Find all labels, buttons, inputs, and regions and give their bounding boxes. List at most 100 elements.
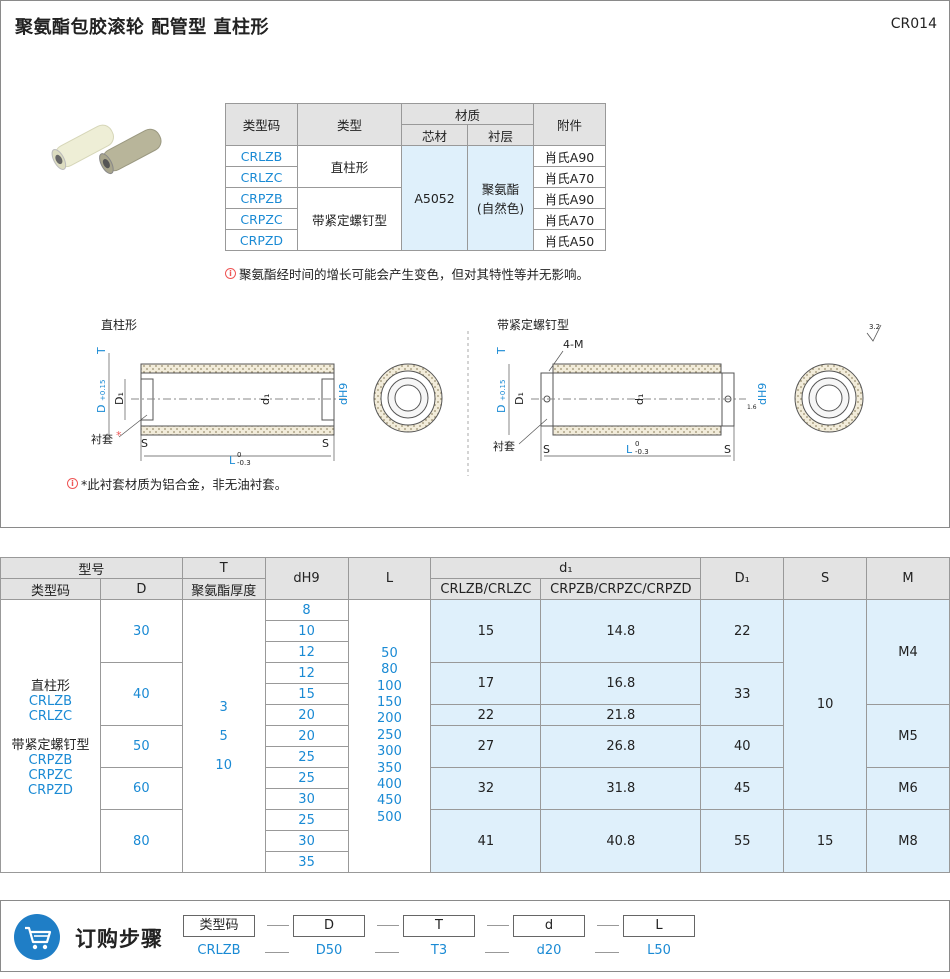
dim-L-right: L [626,443,633,456]
order-field-D: D [293,915,365,937]
header-M: M [866,557,950,600]
L-value: 200 [377,711,402,727]
dim-L-tol-top-right: 0 [635,440,639,448]
header-T: T [181,557,266,579]
D1-cell: 33 [700,662,785,726]
dH9-cell: 8 [264,599,349,621]
dH9-cell: 12 [264,641,349,663]
order-field-type-code: 类型码 [183,915,255,937]
dim-S-left: S [141,437,148,450]
D-cell: 60 [99,767,183,810]
urethane-layer-bottom [140,425,335,436]
dim-S-right: S [322,437,329,450]
L-value: 350 [377,760,402,776]
roughness-symbol: 3.2 [869,323,880,331]
type-code-cell: CRLZB [225,145,298,167]
d1b-cell: 26.8 [540,725,702,768]
dim-D1-right: D₁ [513,392,526,405]
type-cell: 直柱形 CRLZB CRLZC 带紧定螺钉型 CRPZB CRPZC CRPZD [0,599,101,873]
dim-D-right: D [495,405,508,413]
d1b-cell: 21.8 [540,704,702,726]
dim-L: L [229,454,236,467]
spec-table: 型号 T dH9 L d₁ D₁ S M 类型码 D 聚氨酯厚度 CRLZB/C… [0,557,950,873]
dim-L-tol-bot-right: -0.3 [635,448,649,456]
type-code-cell: CRPZD [225,229,298,251]
L-value: 250 [377,727,402,743]
label-bush: 衬套 [91,433,113,446]
label-bush-right: 衬套 [493,440,515,453]
product-code: CR014 [890,16,937,32]
dim-S-right-right: S [724,443,731,456]
order-value-type-code: CRLZB [197,943,241,958]
d1b-cell: 16.8 [540,662,702,705]
d1a-cell: 22 [430,704,542,726]
D-cell: 40 [99,662,183,726]
D-cell: 50 [99,725,183,768]
label-4M: 4-M [563,338,583,351]
T-value: 5 [219,728,228,744]
header-core: 芯材 [401,124,468,146]
header-D: D [99,578,183,600]
M-cell: M8 [866,809,950,873]
type-code-cell: CRLZC [225,166,298,188]
order-value-D: D50 [315,943,343,958]
dH9-cell: 30 [264,788,349,810]
S-cell: 10 [783,599,868,810]
D1-cell: 45 [700,767,785,810]
dim-dH9: dH9 [337,383,350,405]
type-code: CRPZD [28,782,73,798]
type-straight-cell: 直柱形 [297,145,402,188]
d1a-cell: 41 [430,809,542,873]
L-value: 300 [377,744,402,760]
d1a-cell: 15 [430,599,542,663]
dim-S-left-right: S [543,443,550,456]
bush-note: i *此衬套材质为铝合金，非无油衬套。 [67,474,287,493]
T-value: 10 [215,757,232,773]
type-code-cell: CRPZB [225,187,298,209]
d1a-cell: 17 [430,662,542,705]
type-code-cell: CRPZC [225,208,298,230]
header-type-code: 类型码 [225,103,298,146]
order-field-d: d [513,915,585,937]
core-tube [140,372,335,427]
header-type: 类型 [297,103,402,146]
type-code: CRPZC [28,767,73,783]
roughness-small: 1.6 [747,404,757,411]
L-value: 150 [377,694,402,710]
L-value: 500 [377,809,402,825]
cart-icon [14,914,60,960]
dH9-cell: 35 [264,851,349,873]
d1a-cell: 32 [430,767,542,810]
D1-cell: 22 [700,599,785,663]
dim-D: D [95,405,108,413]
type-code: CRLZB [28,693,73,709]
discolor-note-text: 聚氨酯经时间的增长可能会产生变色，但对其特性等并无影响。 [239,267,590,282]
dim-L-tol-bot: -0.3 [237,459,251,467]
dim-D1: D₁ [113,392,126,405]
bush-note-text: *此衬套材质为铝合金，非无油衬套。 [81,477,288,492]
D-cell: 80 [99,809,183,873]
dH9-cell: 20 [264,704,349,726]
order-field-T: T [403,915,475,937]
D1-cell: 40 [700,725,785,768]
dH9-cell: 15 [264,683,349,705]
d1a-cell: 27 [430,725,542,768]
header-material: 材质 [401,103,534,125]
header-type-code: 类型码 [0,578,101,600]
technical-drawing: 直柱形 T D +0.15 D₁ d₁ dH9 S S L 0 -0.3 衬套 [91,317,882,476]
hardness-cell: 肖氏A90 [533,145,606,167]
drawing-right-title: 带紧定螺钉型 [497,317,569,332]
dH9-cell: 25 [264,767,349,789]
d1b-cell: 31.8 [540,767,702,810]
urethane-layer-top [140,363,335,374]
header-D1: D₁ [700,557,785,600]
dim-D-tol-right: +0.15 [499,380,507,401]
M-cell: M6 [866,767,950,810]
D1-cell: 55 [700,809,785,873]
type-code: CRLZC [28,708,73,724]
hardness-cell: 肖氏A70 [533,166,606,188]
M-cell: M4 [866,599,950,705]
header-d1-b: CRPZB/CRPZC/CRPZD [540,578,702,600]
dH9-cell: 12 [264,662,349,684]
product-photo [51,124,162,175]
